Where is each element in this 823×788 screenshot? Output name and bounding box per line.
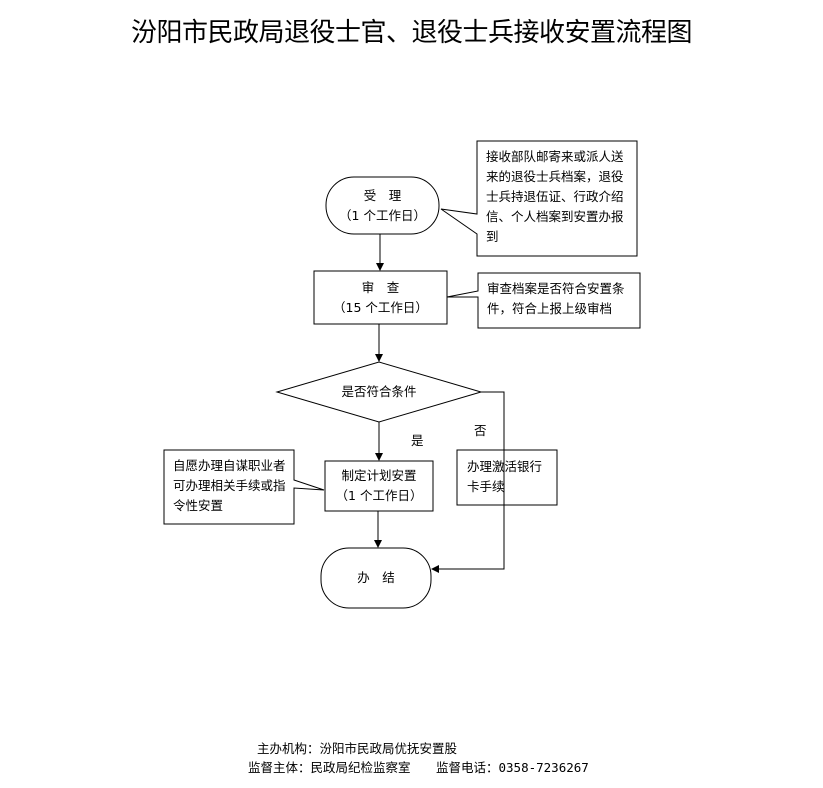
accept-note: 接收部队邮寄来或派人送来的退役士兵档案，退役士兵持退伍证、行政介绍信、个人档案到… (477, 143, 637, 253)
footer-supervisor: 监督主体：民政局纪检监察室 (248, 760, 411, 775)
accept-node-duration: （1 个工作日） (339, 207, 426, 223)
finish-node-label: 办 结 (357, 570, 395, 585)
review-note-callout (446, 272, 641, 329)
accept-node-shape (325, 176, 440, 235)
review-node: 审 查 （15 个工作日） (314, 271, 447, 324)
plan-note-callout (163, 449, 325, 525)
branch-label-yes: 是 (411, 433, 424, 448)
page-title: 汾阳市民政局退役士官、退役士兵接收安置流程图 (130, 18, 693, 48)
accept-note-text: 接收部队邮寄来或派人送来的退役士兵档案，退役士兵持退伍证、行政介绍信、个人档案到… (486, 149, 624, 244)
footer-org: 主办机构：汾阳市民政局优抚安置股 (257, 741, 458, 756)
bank-node-shape (456, 449, 558, 506)
accept-node-label: 受 理 (363, 187, 402, 203)
decision-node-label: 是否符合条件 (341, 384, 417, 399)
plan-note: 自愿办理自谋职业者可办理相关手续或指令性安置 (164, 452, 294, 524)
decision-node: 是否符合条件 (300, 380, 458, 404)
accept-node: 受 理 （1 个工作日） (326, 177, 439, 234)
bank-node-label: 办理激活银行卡手续 (467, 459, 543, 494)
plan-node-shape (324, 460, 434, 512)
review-node-duration: （15 个工作日） (333, 299, 428, 315)
review-note: 审查档案是否符合安置条件，符合上报上级审档 (478, 275, 640, 327)
accept-note-callout (440, 140, 638, 257)
arrow-decision-no-branch (431, 391, 505, 573)
bank-node: 办理激活银行卡手续 (457, 450, 557, 505)
finish-node: 办 结 (321, 548, 431, 608)
branch-label-no: 否 (474, 423, 487, 438)
plan-node-duration: （1 个工作日） (335, 488, 423, 503)
review-node-label: 审 查 (361, 279, 400, 295)
plan-node-label: 制定计划安置 (341, 468, 417, 483)
finish-node-shape (320, 547, 432, 609)
footer-phone: 监督电话：0358-7236267 (436, 760, 589, 775)
review-note-text: 审查档案是否符合安置条件，符合上报上级审档 (487, 281, 625, 316)
plan-note-text: 自愿办理自谋职业者可办理相关手续或指令性安置 (173, 458, 286, 513)
review-node-shape (313, 270, 448, 325)
plan-node: 制定计划安置 （1 个工作日） (325, 461, 433, 511)
